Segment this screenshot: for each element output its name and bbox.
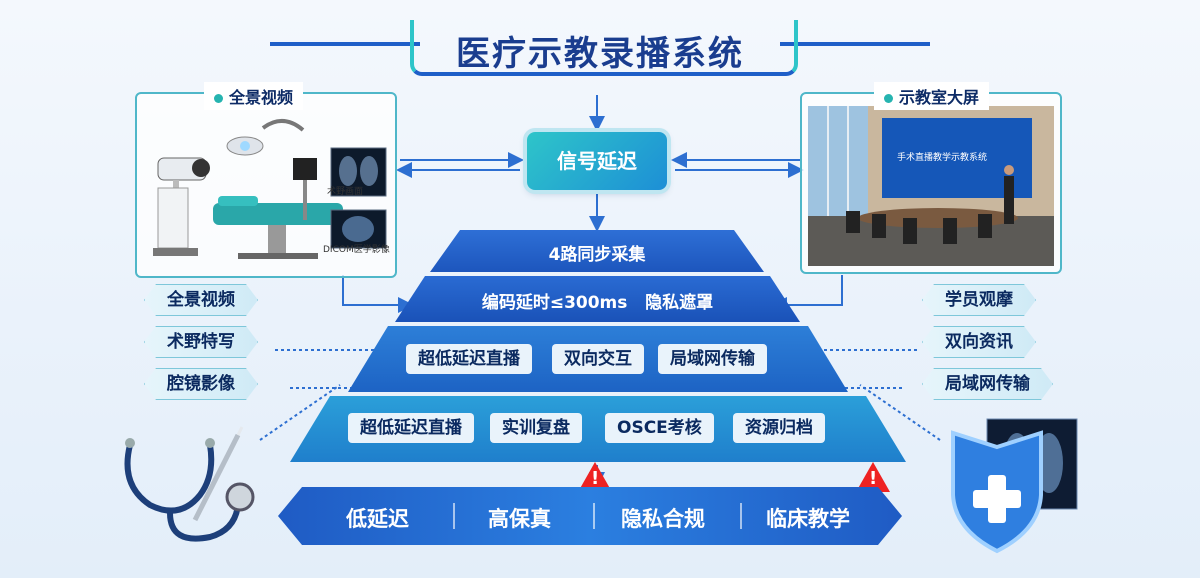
panel-dot-icon [884,94,893,103]
banner-separator [453,503,455,529]
tier-3-chip: 双向交互 [552,344,644,374]
banner-separator [593,503,595,529]
right-panel: 手术直播教学示教系统 [800,92,1062,274]
shield-medical-icon [951,418,1078,554]
left-pill-text: 术野特写 [167,332,235,352]
dash-diag-right [859,384,941,441]
monitor-caption-1: 术野画面 [327,187,364,197]
title-deco-right [780,42,930,46]
left-pill-text: 腔镜影像 [167,374,235,394]
right-panel-label-text: 示教室大屏 [899,88,980,107]
right-pill-observers: 学员观摩 [922,284,1036,316]
banner-separator [740,503,742,529]
panel-dot-icon [214,94,223,103]
tier-4-chip: 超低延迟直播 [348,413,474,443]
signal-delay-box: 信号延迟 [527,132,667,190]
operating-room-illustration [153,119,387,259]
banner-item: 临床教学 [766,507,850,531]
dash-diag-left [259,384,341,441]
classroom-screen-text: 手术直播教学示教系统 [897,153,988,163]
right-pill-lan: 局域网传输 [922,368,1053,400]
tier-4-chip: OSCE考核 [605,413,714,443]
right-pill-text: 学员观摩 [945,290,1013,310]
bottom-banner: 低延迟 高保真 隐私合规 临床教学 [278,487,902,545]
right-pill-two-way: 双向资讯 [922,326,1036,358]
title-deco-left [270,42,420,46]
classroom-illustration [808,106,1054,266]
tier-2-label: 编码延时≤300ms 隐私遮罩 [481,293,714,313]
tier-4-chip: 实训复盘 [490,413,582,443]
left-pill-surgical-field: 术野特写 [144,326,258,358]
monitor-caption-2: DICOM医学影像 [323,245,390,255]
left-panel-label: 全景视频 [204,82,304,110]
stethoscope-icon [124,426,255,542]
page-title: 医疗示教录播系统 [456,34,744,74]
banner-item: 高保真 [488,507,551,531]
left-panel-label-text: 全景视频 [229,88,294,107]
title-bracket [410,20,798,76]
tier-3-chip: 局域网传输 [658,344,767,374]
tier-1-label: 4路同步采集 [548,245,646,265]
left-pill-text: 全景视频 [167,290,235,310]
right-panel-label: 示教室大屏 [874,82,990,110]
pyramid-tier-4: 超低延迟直播 实训复盘 OSCE考核 资源归档 [290,396,906,462]
pyramid-tier-2: 编码延时≤300ms 隐私遮罩 [395,276,800,322]
arrow-right-panel-to-tier2 [771,275,843,313]
tier-3-chip: 超低延迟直播 [406,344,532,374]
left-panel: 术野画面 DICOM医学影像 [135,92,397,278]
left-pill-endoscope: 腔镜影像 [144,368,258,400]
banner-item: 低延迟 [346,507,409,531]
pyramid-tier-3: 超低延迟直播 双向交互 局域网传输 [348,326,848,392]
left-pill-panoramic: 全景视频 [144,284,258,316]
pyramid-tier-1: 4路同步采集 [430,230,764,272]
banner-item: 隐私合规 [621,507,705,531]
right-pill-text: 局域网传输 [945,374,1030,394]
right-pill-text: 双向资讯 [945,332,1013,352]
tier-4-chip: 资源归档 [733,413,825,443]
arrow-left-panel-to-tier2 [342,275,414,313]
